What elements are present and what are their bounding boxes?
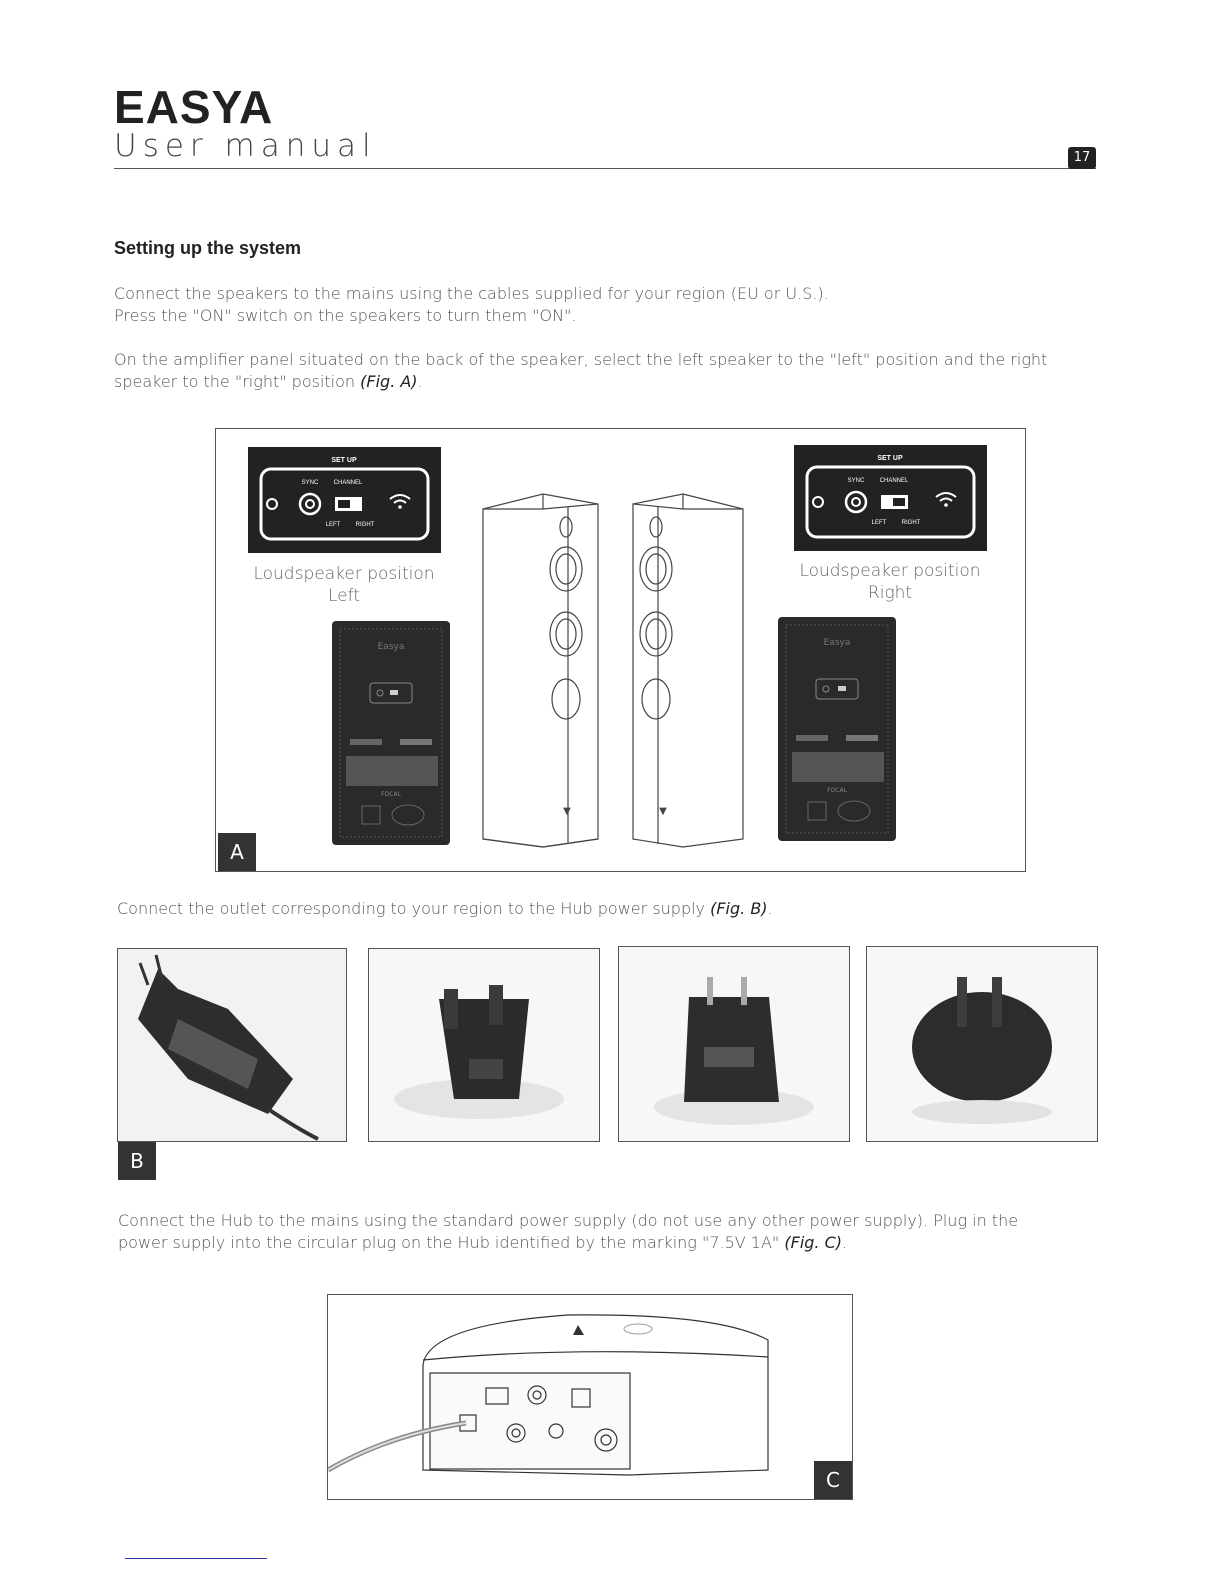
speakers-illustration: ▼ ▼ [482,493,744,848]
amplifier-plate-left-drawing: Easya FOCAL [339,628,443,838]
plug-photo-eu [866,946,1098,1142]
document-subtitle: User manual [114,128,377,164]
figure-reference: (Fig. C) [784,1233,843,1252]
brand-title: EASYA [114,81,274,133]
amp-maker: FOCAL [381,791,401,798]
channel-label: CHANNEL [880,478,909,484]
paragraph-outlet: Connect the outlet corresponding to your… [117,898,1017,920]
paragraph-line: Press the "ON" switch on the speakers to… [114,306,577,325]
figure-label-c: C [814,1461,852,1499]
figure-a: SET UP SYNC CHANNEL LEFT RIGHT Loudspeak… [215,428,1026,872]
paragraph-text: . [842,1233,848,1252]
paragraph-hub-power: Connect the Hub to the mains using the s… [118,1210,1118,1254]
paragraph-power: Connect the speakers to the mains using … [114,283,1104,327]
paragraph-text: . [417,372,423,391]
paragraph-text: . [767,899,773,918]
figure-label-b: B [118,1142,156,1180]
amp-maker: FOCAL [827,787,847,794]
setup-panel-left: SET UP SYNC CHANNEL LEFT RIGHT [248,447,441,553]
svg-text:▼: ▼ [563,806,571,817]
setup-panel-right: SET UP SYNC CHANNEL LEFT RIGHT [794,445,987,551]
plug-photo-us [618,946,850,1142]
amplifier-plate-right: Easya FOCAL [778,617,896,841]
page-number-badge: 17 [1068,147,1096,169]
caption-line: Right [867,583,913,603]
setup-panel-left-drawing: SET UP SYNC CHANNEL LEFT RIGHT [259,457,430,541]
setup-panel-right-drawing: SET UP SYNC CHANNEL LEFT RIGHT [805,455,976,539]
right-label: RIGHT [356,522,375,528]
caption-left-position: Loudspeaker position Left [238,563,450,607]
amplifier-plate-left: Easya FOCAL [332,621,450,845]
speaker-right: ▼ [632,493,744,848]
paragraph-text: power supply into the circular plug on t… [118,1233,785,1252]
right-label: RIGHT [902,520,921,526]
speaker-left: ▼ [482,493,599,848]
left-label: LEFT [872,520,887,526]
paragraph-channel: On the amplifier panel situated on the b… [114,349,1114,393]
plug-photo-uk [368,948,600,1142]
paragraph-line: On the amplifier panel situated on the b… [114,350,1048,369]
paragraph-line: speaker to the "right" position (Fig. A)… [114,371,1114,393]
caption-line: Loudspeaker position [799,561,981,581]
paragraph-line: Connect the Hub to the mains using the s… [118,1211,1019,1230]
caption-line: Left [328,586,360,606]
section-heading: Setting up the system [114,238,302,258]
paragraph-text: Connect the outlet corresponding to your… [117,899,711,918]
left-label: LEFT [326,522,341,528]
amplifier-plate-right-drawing: Easya FOCAL [785,624,889,834]
hub-illustration [326,1314,769,1476]
setup-title: SET UP [331,457,357,464]
footer-line [125,1558,267,1559]
figure-reference: (Fig. B) [710,899,768,918]
header-rule [114,168,1096,169]
caption-line: Loudspeaker position [253,564,435,584]
svg-text:▼: ▼ [659,806,667,817]
sync-label: SYNC [848,478,865,484]
caption-right-position: Loudspeaker position Right [784,560,996,604]
figure-c: C [326,1294,853,1500]
amp-brand: Easya [378,642,405,652]
paragraph-text: speaker to the "right" position [114,372,361,391]
setup-title: SET UP [877,455,903,462]
paragraph-line: power supply into the circular plug on t… [118,1232,1118,1254]
channel-label: CHANNEL [334,480,363,486]
figure-label-a: A [218,833,256,871]
paragraph-line: Connect the speakers to the mains using … [114,284,829,303]
sync-label: SYNC [302,480,319,486]
figure-reference: (Fig. A) [360,372,418,391]
plug-photo-power-supply [117,948,347,1142]
amp-brand: Easya [824,638,851,648]
